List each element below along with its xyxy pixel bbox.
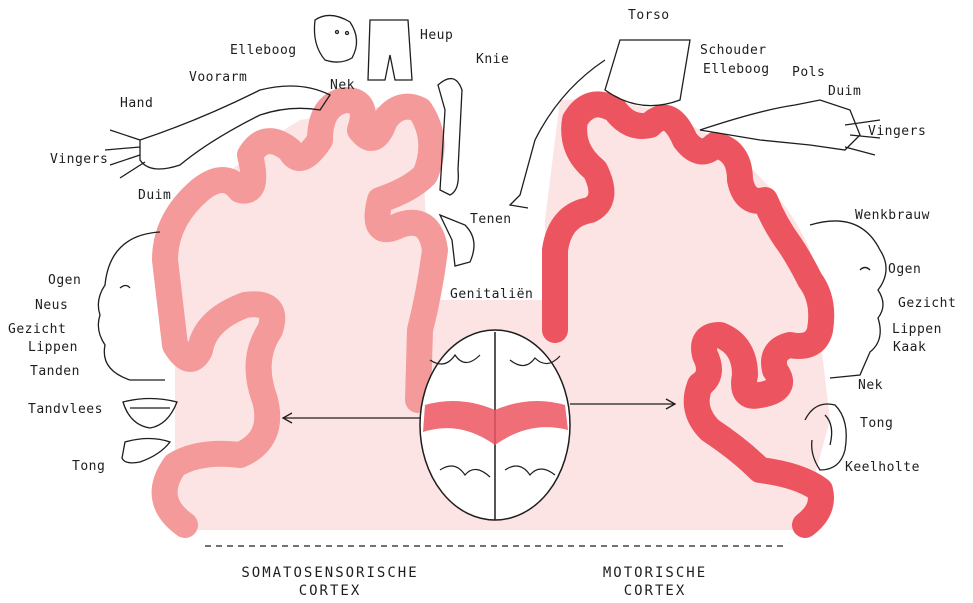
label-torso: Torso xyxy=(628,8,670,23)
label-kaak: Kaak xyxy=(893,340,926,355)
label-knie: Knie xyxy=(476,52,509,67)
hip-icon xyxy=(368,20,412,80)
label-ogen-right: Ogen xyxy=(888,262,921,277)
label-duim-left: Duim xyxy=(138,188,171,203)
caption-sensory-line1: SOMATOSENSORISCHE xyxy=(200,565,460,581)
caption-sensory-line2: CORTEX xyxy=(200,583,460,599)
label-genitalien: Genitaliën xyxy=(450,287,533,302)
label-tenen: Tenen xyxy=(470,212,512,227)
label-pols: Pols xyxy=(792,65,825,80)
label-nek-left: Nek xyxy=(330,78,355,93)
label-gezicht-right: Gezicht xyxy=(898,296,956,311)
label-tong-right: Tong xyxy=(860,416,893,431)
label-lippen-right: Lippen xyxy=(892,322,942,337)
face-icon xyxy=(314,15,356,62)
label-tong-left: Tong xyxy=(72,459,105,474)
label-vingers-left: Vingers xyxy=(50,152,108,167)
label-elleboog-left: Elleboog xyxy=(230,43,297,58)
label-ogen-left: Ogen xyxy=(48,273,81,288)
caption-motor-line2: CORTEX xyxy=(525,583,785,599)
caption-motor-line1: MOTORISCHE xyxy=(525,565,785,581)
label-heup: Heup xyxy=(420,28,453,43)
label-wenkbrauw: Wenkbrauw xyxy=(855,208,930,223)
label-hand: Hand xyxy=(120,96,153,111)
teeth-icon xyxy=(123,399,177,429)
tongue-icon xyxy=(122,439,170,463)
brain-icon xyxy=(420,330,570,520)
label-keelholte: Keelholte xyxy=(845,460,920,475)
label-neus: Neus xyxy=(35,298,68,313)
label-duim-right: Duim xyxy=(828,84,861,99)
label-tandvlees: Tandvlees xyxy=(28,402,103,417)
label-nek-right: Nek xyxy=(858,378,883,393)
label-schouder: Schouder xyxy=(700,43,767,58)
label-lippen-left: Lippen xyxy=(28,340,78,355)
label-tanden: Tanden xyxy=(30,364,80,379)
label-voorarm: Voorarm xyxy=(189,70,247,85)
label-elleboog-right: Elleboog xyxy=(703,62,770,77)
label-gezicht-left: Gezicht xyxy=(8,322,66,337)
label-vingers-right: Vingers xyxy=(868,124,926,139)
